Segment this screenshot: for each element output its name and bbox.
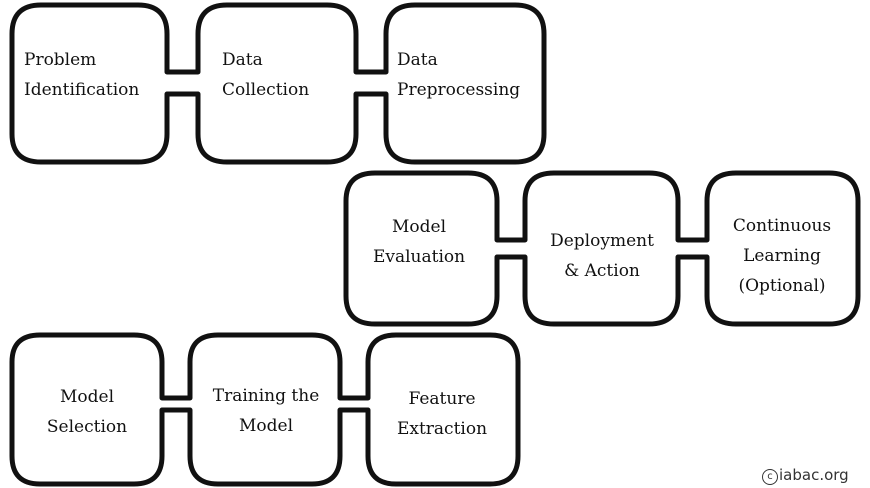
step-label-line: Training the (212, 386, 320, 406)
step-label-line: Model (391, 217, 447, 237)
step-label-problem-identification: Problem Identification (24, 45, 139, 105)
step-label-line: Evaluation (372, 247, 466, 267)
step-box-problem-identification (9, 2, 170, 165)
step-label-data-collection: Data Collection (222, 45, 309, 105)
connector-collection-to-preprocessing-lower (353, 91, 389, 118)
step-label-line: Deployment (550, 231, 654, 251)
step-label-line: Preprocessing (397, 80, 521, 100)
step-label-line: Data (397, 50, 438, 70)
step-label-line: Data (222, 50, 263, 70)
step-label-line: Selection (46, 417, 128, 437)
connector-selection-to-training (159, 377, 193, 401)
connector-problem-to-collection-lower (164, 91, 201, 118)
step-box-training-the-model (187, 332, 343, 487)
step-label-line: & Action (564, 261, 640, 281)
step-label-line: Continuous (732, 216, 832, 236)
connector-collection-to-preprocessing (353, 51, 389, 75)
connector-training-to-extraction (337, 377, 371, 401)
copyright-icon: c (762, 469, 778, 485)
step-label-line: Model (59, 387, 115, 407)
connector-evaluation-to-deployment-lower (494, 254, 528, 285)
connector-deployment-to-learning-lower (675, 254, 710, 285)
step-label-line: Feature (408, 389, 476, 409)
step-label-model-selection: Model Selection (47, 382, 127, 442)
step-label-line: (Optional) (738, 276, 826, 296)
connector-training-to-extraction-lower (337, 407, 371, 431)
step-label-training-the-model: Training the Model (213, 381, 320, 441)
step-box-continuous-learning (704, 170, 861, 327)
connector-problem-to-collection (164, 51, 201, 75)
credit-text: iabac.org (779, 466, 849, 484)
step-label-line: Learning (743, 246, 821, 266)
step-label-feature-extraction: Feature Extraction (397, 384, 487, 444)
step-label-line: Problem (24, 50, 97, 70)
step-box-data-collection (195, 2, 359, 165)
step-label-model-evaluation: Model Evaluation (373, 212, 465, 272)
connector-evaluation-to-deployment (494, 212, 528, 243)
step-label-line: Identification (24, 80, 140, 100)
step-label-line: Extraction (396, 419, 488, 439)
step-box-data-preprocessing (383, 2, 547, 165)
connector-deployment-to-learning (675, 212, 710, 243)
step-box-model-selection (9, 332, 165, 487)
step-label-line: Model (238, 416, 294, 436)
connector-selection-to-training-lower (159, 407, 193, 431)
step-box-deployment-action (522, 170, 681, 327)
step-box-feature-extraction (365, 332, 521, 487)
step-label-deployment-action: Deployment & Action (550, 226, 654, 286)
step-label-line: Collection (222, 80, 310, 100)
step-box-model-evaluation (343, 170, 500, 327)
step-label-data-preprocessing: Data Preprocessing (397, 45, 520, 105)
step-label-continuous-learning: Continuous Learning (Optional) (733, 211, 831, 301)
